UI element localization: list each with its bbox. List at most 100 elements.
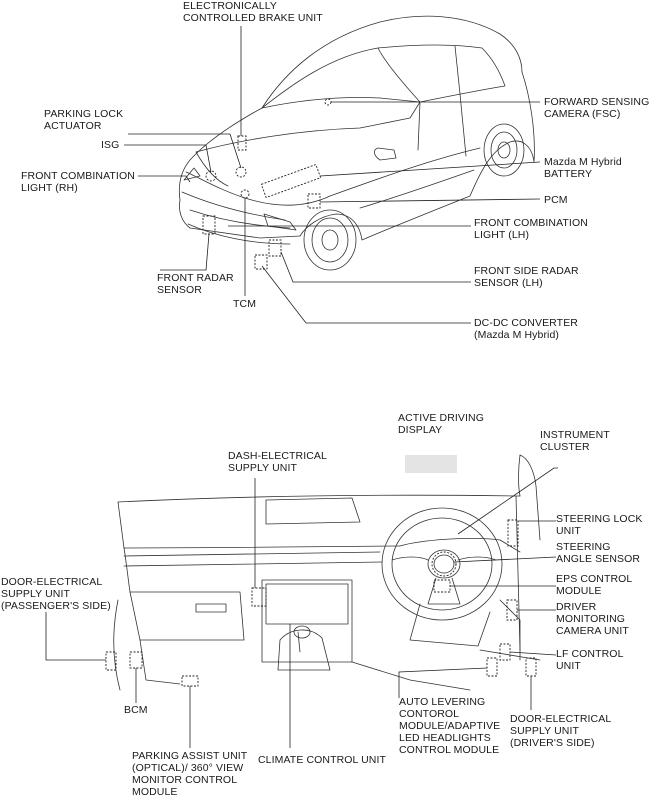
label-front-radar-line-1: FRONT RADAR (157, 272, 234, 284)
battery-marker (260, 163, 322, 199)
label-eps-line-2: MODULE (556, 585, 602, 597)
label-climate-control: CLIMATE CONTROL UNIT (258, 754, 386, 766)
bottom-component-markers (105, 519, 537, 687)
label-driver-monitoring-line-1: DRIVER (556, 601, 597, 613)
label-driver-monitoring-line-3: CAMERA UNIT (556, 625, 629, 637)
label-parking-lock-line-1: PARKING LOCK (44, 108, 124, 120)
label-dcdc: DC-DC CONVERTER(Mazda M Hybrid) (474, 317, 578, 341)
steering-lock-marker (507, 519, 519, 547)
auto-leveling-marker (486, 657, 498, 677)
label-steering-lock-line-2: UNIT (556, 525, 581, 537)
label-dcdc-line-1: DC-DC CONVERTER (474, 317, 578, 329)
bottom-leader-lines (45, 467, 558, 748)
label-door-electrical-passenger-line-3: (PASSENGER'S SIDE) (1, 600, 111, 612)
dcdc-marker (254, 254, 268, 270)
label-bcm-line-1: BCM (124, 704, 148, 716)
label-door-electrical-driver-line-3: (DRIVER'S SIDE) (510, 737, 595, 749)
label-pcm: PCM (544, 194, 568, 206)
top-leader-lines (124, 26, 541, 324)
label-active-display-line-1: ACTIVE DRIVING (398, 412, 484, 424)
label-front-radar-line-2: SENSOR (157, 284, 202, 296)
active-driving-display-box (405, 455, 457, 473)
bcm-marker (129, 651, 143, 669)
vehicle-exterior-illustration (178, 15, 535, 271)
label-parking-assist-line-4: MODULE (132, 786, 178, 798)
label-steering-lock-line-1: STEERING LOCK (556, 513, 643, 525)
label-battery-line-1: Mazda M Hybrid (544, 156, 622, 168)
door-elec-passenger-marker (105, 651, 117, 671)
label-dash-electrical-line-2: SUPPLY UNIT (228, 462, 297, 474)
label-door-electrical-passenger-line-2: SUPPLY UNIT (1, 588, 70, 600)
label-front-side-radar-line-1: FRONT SIDE RADAR (474, 265, 579, 277)
label-front-comb-rh-line-1: FRONT COMBINATION (21, 170, 135, 182)
label-isg: ISG (101, 139, 119, 151)
lf-control-marker (499, 643, 511, 661)
label-door-electrical-driver-line-2: SUPPLY UNIT (510, 725, 579, 737)
front-side-radar-marker (268, 239, 282, 257)
label-tcm: TCM (233, 298, 256, 310)
label-instrument-cluster-line-2: CLUSTER (540, 441, 590, 453)
label-instrument-cluster-line-1: INSTRUMENT (540, 429, 610, 441)
fsc-marker (324, 98, 332, 106)
label-door-electrical-driver-line-1: DOOR-ELECTRICAL (510, 713, 612, 725)
label-front-comb-rh-line-2: LIGHT (RH) (21, 182, 78, 194)
label-parking-assist-line-3: MONITOR CONTROL (132, 774, 238, 786)
label-auto-leveling-line-4: LED HEADLIGHTS (399, 732, 491, 744)
label-active-display-line-2: DISPLAY (398, 424, 443, 436)
isg-marker (205, 170, 217, 182)
parking-lock-marker (235, 166, 247, 178)
label-lf-control-line-1: LF CONTROL (556, 648, 624, 660)
label-dash-electrical-line-1: DASH-ELECTRICAL (228, 450, 327, 462)
label-front-comb-lh-line-1: FRONT COMBINATION (474, 217, 588, 229)
label-front-comb-lh-line-2: LIGHT (LH) (474, 229, 530, 241)
interior-illustration (113, 454, 541, 691)
label-isg-line-1: ISG (101, 139, 120, 151)
label-steering-angle-line-1: STEERING (556, 541, 611, 553)
label-auto-leveling-line-3: MODULE/ADAPTIVE (399, 720, 501, 732)
label-lf-control-line-2: UNIT (556, 660, 581, 672)
label-eps-line-1: EPS CONTROL (556, 573, 633, 585)
parking-assist-marker (181, 675, 199, 687)
label-parking-assist-line-1: PARKING ASSIST UNIT (132, 750, 248, 762)
label-door-electrical-passenger-line-1: DOOR-ELECTRICAL (1, 576, 103, 588)
label-tcm-line-1: TCM (233, 298, 257, 310)
label-fsc-line-1: FORWARD SENSING (544, 96, 650, 108)
label-fsc-line-2: CAMERA (FSC) (544, 108, 621, 120)
label-climate-control-line-1: CLIMATE CONTROL UNIT (258, 754, 387, 766)
label-auto-leveling-line-2: CONTOROL (399, 708, 460, 720)
dash-electrical-marker (251, 587, 267, 607)
door-elec-driver-marker (525, 657, 537, 677)
label-driver-monitoring-line-2: MONITORING (556, 613, 626, 625)
label-auto-leveling-line-5: CONTROL MODULE (399, 744, 500, 756)
pcm-marker (307, 193, 321, 209)
label-parking-lock-line-2: ACTUATOR (44, 120, 102, 132)
label-dcdc-line-2: (Mazda M Hybrid) (474, 329, 560, 341)
driver-monitoring-marker (506, 599, 518, 621)
tcm-marker (240, 189, 250, 199)
label-battery-line-2: BATTERY (544, 168, 593, 180)
brake-unit-marker (237, 135, 247, 151)
label-brake-unit-line-2: CONTROLLED BRAKE UNIT (183, 12, 323, 24)
label-pcm-line-1: PCM (544, 194, 568, 206)
label-brake-unit-line-1: ELECTRONICALLY (183, 0, 277, 12)
